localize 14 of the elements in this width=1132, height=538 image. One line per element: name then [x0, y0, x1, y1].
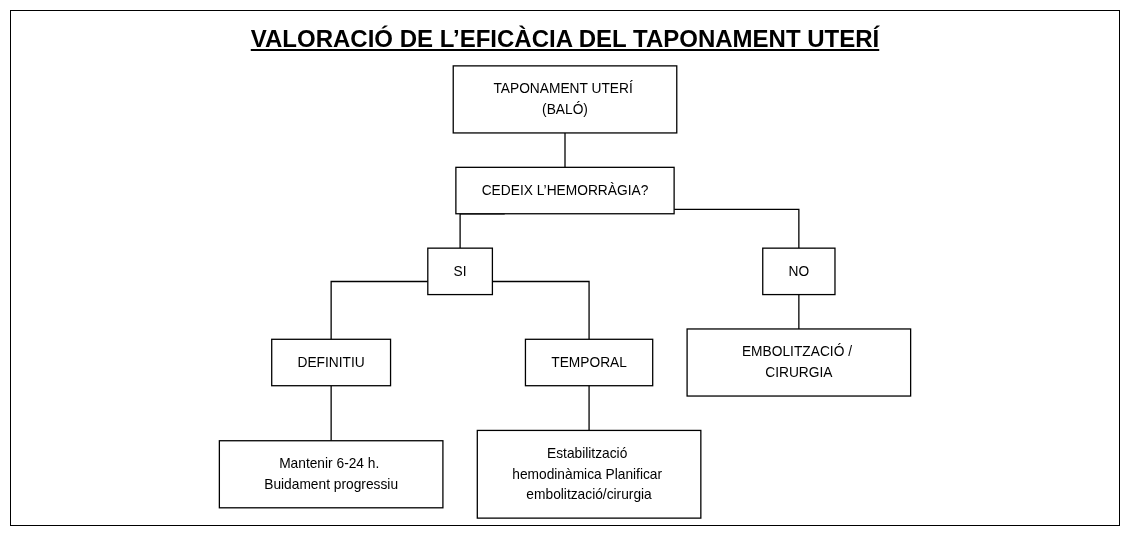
- node-box: EMBOLITZACIÓ / CIRURGIA: [686, 328, 912, 397]
- node-box: Estabilització hemodinàmica Planificar embolització/cirurgia: [476, 429, 702, 519]
- node-box: DEFINITIU: [271, 338, 392, 387]
- connector: [564, 132, 566, 168]
- diagram-title: VALORACIÓ DE L’EFICÀCIA DEL TAPONAMENT UTERÍ: [250, 25, 880, 53]
- connector: [588, 385, 590, 432]
- node-box: Mantenir 6-24 h. Buidament progressiu: [218, 440, 444, 509]
- node-box: SI: [427, 247, 494, 296]
- node-box: CEDEIX L’HEMORRÀGIA?: [455, 166, 675, 215]
- connector: [798, 293, 800, 330]
- node-box: TAPONAMENT UTERÍ (BALÓ): [452, 65, 678, 134]
- node-box: NO: [762, 247, 836, 296]
- node-box: TEMPORAL: [524, 338, 654, 387]
- connector: [330, 385, 332, 442]
